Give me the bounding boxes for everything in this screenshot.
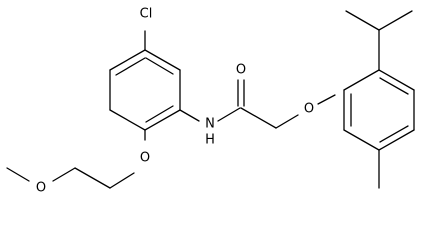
bond [379,77,409,95]
atom-label-n: N [205,117,215,132]
atom-label-carbonyl-o: O [236,63,246,78]
bond [345,10,380,31]
bond [378,69,415,91]
bond [317,94,336,105]
bond [74,167,111,189]
atom-label-ring-ether-o: O [140,151,150,166]
bond [145,105,174,123]
bond [379,125,409,143]
bond [275,114,299,129]
bond [378,129,415,151]
bond [217,107,241,122]
atom-label-cl: Cl [140,7,153,22]
bond [52,167,76,182]
bonds [6,10,415,189]
atom-label-methoxy-o: O [36,181,46,196]
bond [179,109,200,122]
bond [109,49,146,71]
bond [343,129,380,151]
bond [115,57,146,76]
bond [343,69,380,91]
atom-label-aryloxy-o: O [304,102,314,117]
bond [144,49,181,71]
bond [145,57,174,75]
bond [144,109,181,131]
bond [109,109,146,131]
atom-labels: Cl N H O O O O [36,7,314,196]
bond [378,10,413,31]
bond [109,172,135,189]
atom-label-h: H [205,133,215,148]
molecule-structure-diagram: Cl N H O O O O [6,7,415,196]
bond [240,107,277,129]
bond [6,167,30,182]
